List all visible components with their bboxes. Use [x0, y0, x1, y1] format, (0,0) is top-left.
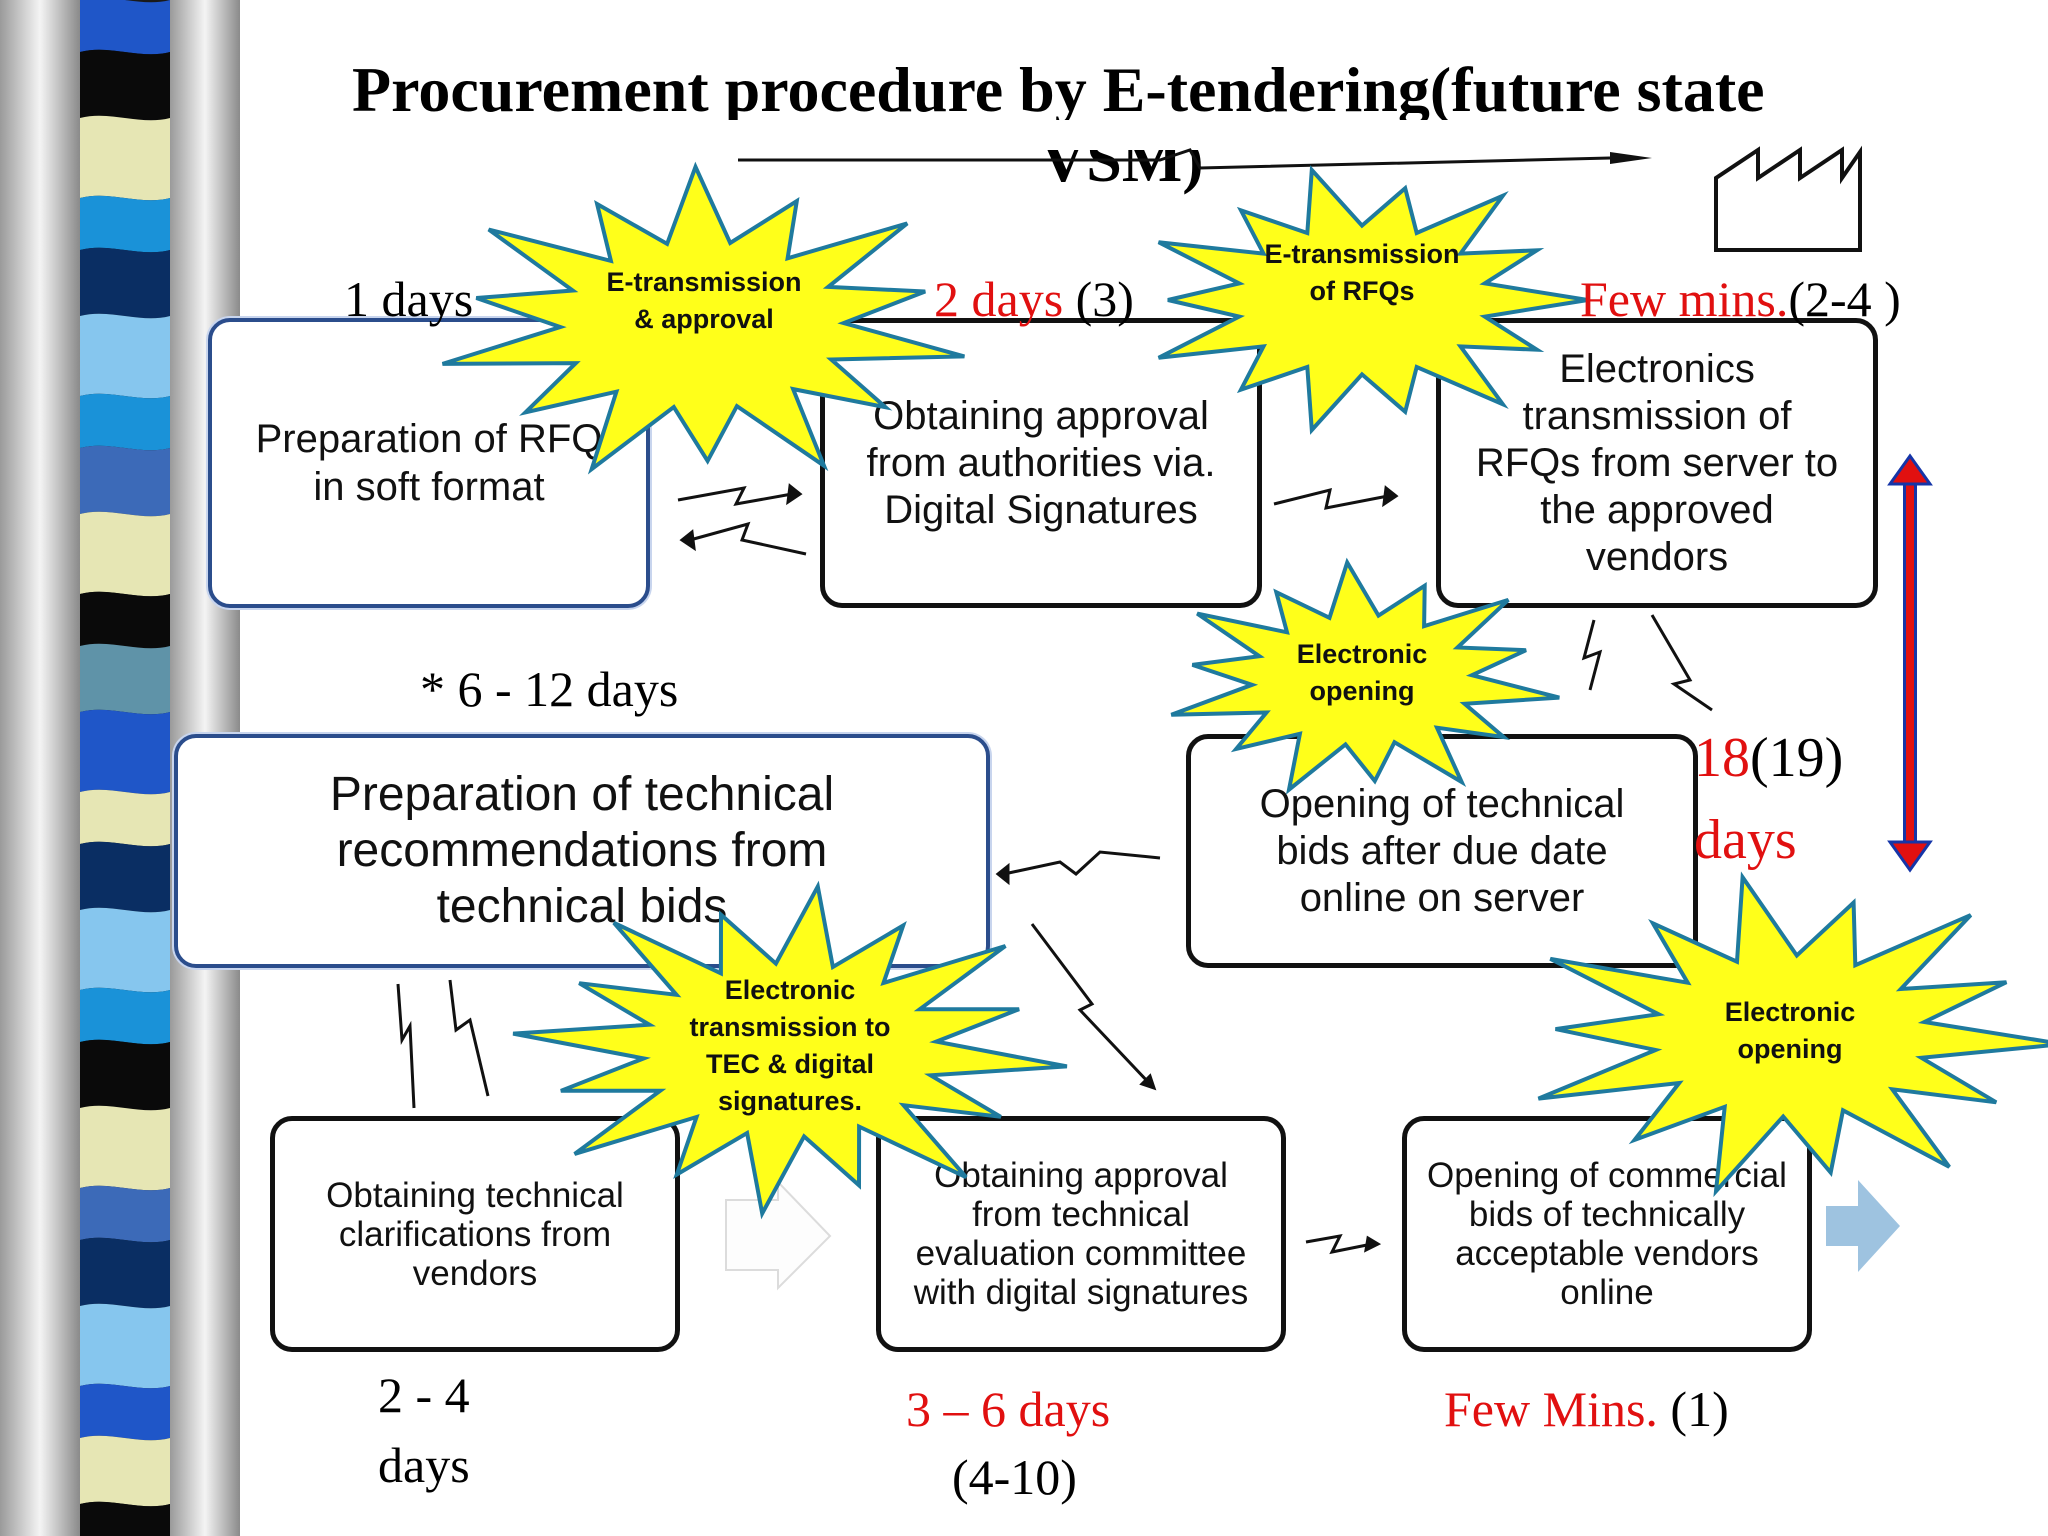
box-tech-recommendations: Preparation of technical recommendations…	[174, 734, 990, 968]
time-label-step2-value: 2 days	[934, 271, 1064, 327]
time-label-step3-current: (2-4 )	[1788, 271, 1901, 327]
time-label-step7: Few Mins. (1)	[1444, 1380, 1729, 1438]
box-approval-tec-label: Obtaining approval from technical evalua…	[913, 1156, 1249, 1312]
strip-band	[80, 789, 170, 847]
time-label-step6-value: 3 – 6 days	[906, 1381, 1111, 1437]
strip-band	[80, 1185, 170, 1243]
burst-electronic-transmission-tec	[512, 880, 1068, 1220]
box-tech-recommendations-label: Preparation of technical recommendations…	[329, 768, 835, 933]
electronic-flow-arrow-icon	[677, 483, 803, 507]
electronic-flow-arrow-icon	[995, 850, 1161, 886]
box-electronic-transmission: Electronics transmission of RFQs from se…	[1436, 318, 1878, 608]
strip-band	[80, 511, 170, 597]
burst-electronic-opening-1-label: Electronic opening	[1296, 639, 1428, 706]
burst-e-transmission-approval	[441, 161, 965, 475]
strip-band	[80, 445, 170, 517]
strip-band	[80, 247, 170, 319]
time-label-step4: * 6 - 12 days	[420, 661, 679, 717]
time-label-step7-value: Few Mins.	[1444, 1381, 1658, 1437]
strip-band	[80, 709, 170, 795]
time-label-step3: Few mins.(2-4 )	[1580, 270, 1901, 328]
total-lead-time: 18(19)	[1694, 726, 1843, 790]
box-approval-authorities-label: Obtaining approval from authorities via.…	[866, 393, 1216, 532]
electronic-flow-arrow-icon	[448, 979, 490, 1097]
strip-band	[80, 1435, 170, 1507]
strip-band	[80, 1237, 170, 1309]
slide-title: Procurement procedure by E-tendering(fut…	[352, 54, 1765, 120]
box-opening-technical-label: Opening of technical bids after due date…	[1259, 781, 1625, 920]
push-arrow-icon	[725, 1179, 832, 1291]
electronic-flow-arrow-icon	[679, 521, 807, 556]
electronic-flow-arrow-icon	[1030, 923, 1157, 1091]
strip-band	[80, 987, 170, 1045]
time-label-step3-value: Few mins.	[1580, 271, 1789, 327]
time-label-step6-current: (4-10)	[952, 1449, 1077, 1505]
electronic-flow-arrow-icon	[1273, 485, 1399, 510]
strip-band	[80, 907, 170, 993]
strip-band	[80, 195, 170, 253]
burst-electronic-opening-2-label: Electronic opening	[1724, 997, 1856, 1064]
strip-band	[80, 49, 170, 121]
strip-band	[80, 1039, 170, 1111]
box-tech-clarifications-label: Obtaining technical clarifications from …	[326, 1175, 624, 1293]
time-label-step2-current: (3)	[1063, 271, 1134, 327]
factory-icon	[1714, 145, 1862, 252]
push-arrow-icon	[1826, 1180, 1900, 1272]
electronic-flow-arrow-icon	[1650, 614, 1713, 712]
total-lead-time-current: (19)	[1750, 727, 1844, 789]
electronic-flow-arrow-icon	[738, 148, 1652, 170]
electronic-flow-arrow-icon	[396, 983, 416, 1109]
burst-electronic-opening-1	[1170, 557, 1560, 795]
strip-band	[80, 1303, 170, 1389]
time-label-step7-current: (1)	[1657, 1381, 1729, 1437]
time-label-step5-line1: 2 - 4	[378, 1367, 470, 1423]
time-label-step2: 2 days (3)	[934, 270, 1134, 328]
strip-band	[80, 313, 170, 399]
total-lead-time-unit: days	[1694, 809, 1797, 871]
burst-electronic-transmission-tec-label: Electronic transmission to TEC & digital…	[689, 975, 891, 1116]
total-lead-time-value: 18	[1694, 727, 1750, 789]
box-approval-authorities: Obtaining approval from authorities via.…	[820, 318, 1262, 608]
strip-band	[80, 841, 170, 913]
burst-electronic-opening-2	[1537, 871, 2048, 1198]
box-opening-technical: Opening of technical bids after due date…	[1186, 734, 1698, 968]
strip-band	[80, 115, 170, 201]
strip-band	[80, 591, 170, 649]
box-tech-clarifications: Obtaining technical clarifications from …	[270, 1116, 680, 1352]
box-electronic-transmission-label: Electronics transmission of RFQs from se…	[1475, 346, 1839, 579]
time-label-step5-line2: days	[378, 1437, 470, 1493]
double-arrow-icon	[1887, 453, 1933, 873]
slide-title-overflow: VSM)	[1040, 150, 1204, 195]
strip-band	[80, 1383, 170, 1441]
burst-e-transmission-rfqs-label: E-transmission of RFQs	[1264, 239, 1460, 306]
strip-band	[80, 393, 170, 451]
strip-band	[80, 1501, 170, 1536]
strip-band	[80, 0, 170, 55]
electronic-flow-arrow-icon	[1305, 1234, 1382, 1255]
strip-band	[80, 643, 170, 715]
burst-e-transmission-rfqs	[1157, 165, 1589, 435]
burst-e-transmission-approval-label: E-transmission & approval	[606, 267, 802, 334]
time-label-step1: 1 days	[344, 271, 474, 327]
electronic-flow-arrow-icon	[1581, 619, 1603, 691]
box-prep-rfq-label: Preparation of RFQ in soft format	[255, 417, 603, 509]
strip-band	[80, 1105, 170, 1191]
